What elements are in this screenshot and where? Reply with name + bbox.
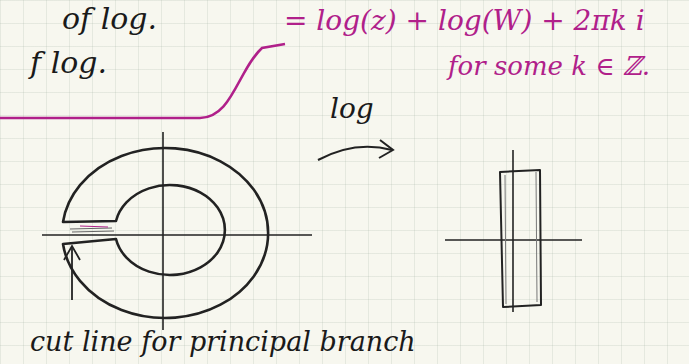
cut-line-label: cut line for principal branch: [30, 327, 416, 357]
arrowhead: [64, 246, 80, 260]
arrowhead: [379, 140, 393, 158]
strip-shading: [505, 172, 537, 304]
cut-shading: [70, 228, 114, 232]
imag-axis: [512, 150, 514, 312]
map-label: log: [330, 94, 374, 125]
real-axis: [42, 234, 312, 236]
slit-annulus: [63, 148, 268, 318]
condition-text: for some k ∈ ℤ.: [448, 52, 650, 81]
formula-text: = log(z) + log(W) + 2πk i: [284, 6, 645, 37]
pointer-arrow: [71, 248, 73, 300]
imag-axis: [162, 132, 164, 330]
cut-shading: [80, 226, 108, 227]
note-text: of log.: [62, 2, 157, 35]
note-text: f log.: [30, 46, 107, 79]
magenta-curve: [0, 44, 285, 118]
image-strip: [500, 170, 541, 307]
